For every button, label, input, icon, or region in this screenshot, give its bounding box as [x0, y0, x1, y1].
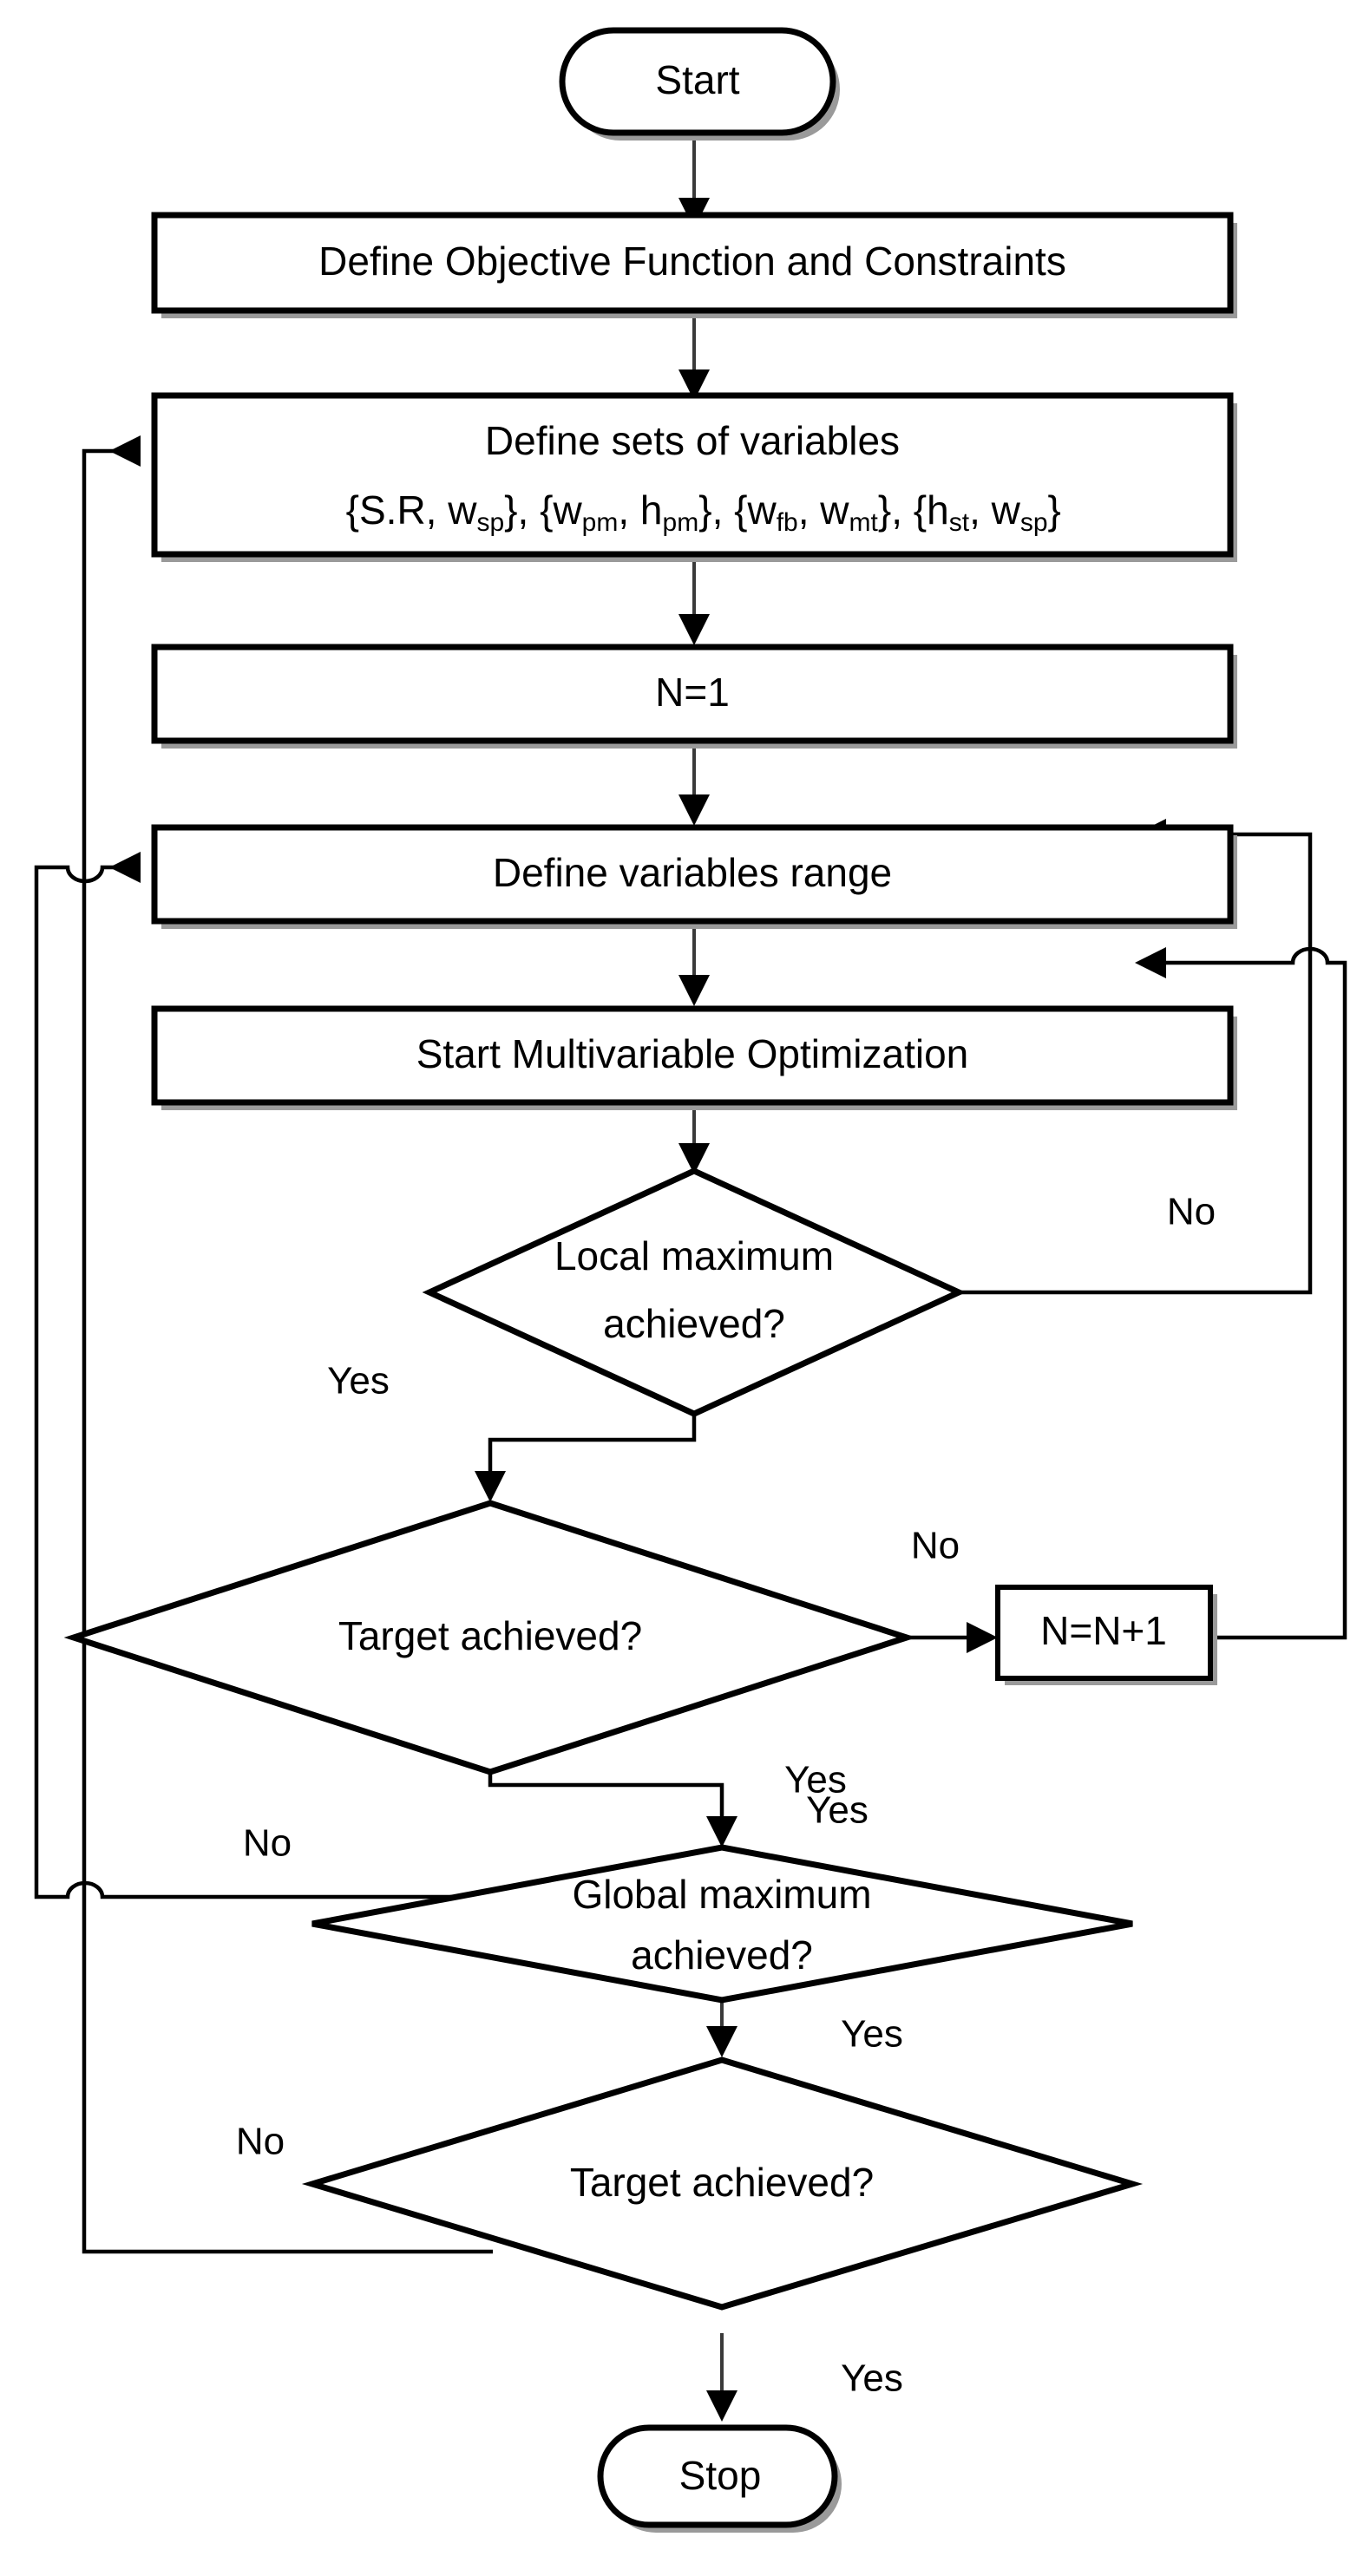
edge-label-target1-no: No: [911, 1525, 960, 1567]
node-global-max-line2: achieved?: [631, 1932, 813, 1978]
node-define-range-label: Define variables range: [493, 850, 892, 895]
node-local-max[interactable]: Local maximum achieved?: [422, 1167, 967, 1417]
edge-define-sets-to-n-init: [678, 561, 710, 645]
edge-target1-no: [907, 1622, 998, 1653]
edge-label-target2-yes: Yes: [841, 2357, 903, 2400]
edge-label-target2-no: No: [236, 2121, 285, 2163]
node-define-objective-label: Define Objective Function and Constraint…: [318, 239, 1066, 284]
node-target-achieved-1[interactable]: Target achieved?: [63, 1500, 917, 1775]
node-start-opt-label: Start Multivariable Optimization: [416, 1031, 969, 1076]
node-n-increment[interactable]: N=N+1: [995, 1585, 1217, 1685]
edge-define-range-to-start-opt: [678, 922, 710, 1006]
node-define-objective[interactable]: Define Objective Function and Constraint…: [151, 212, 1237, 318]
edge-n-increment-to-start-opt: [1135, 946, 1347, 1640]
node-n-init[interactable]: N=1: [151, 644, 1237, 749]
node-define-range[interactable]: Define variables range: [151, 824, 1237, 929]
edge-local-max-yes: [475, 1409, 697, 1502]
edge-label-global-max-yes-lower: Yes: [841, 2013, 903, 2056]
node-target-achieved-2[interactable]: Target achieved?: [301, 2056, 1144, 2311]
edge-start-opt-to-local-max: [678, 1103, 710, 1174]
node-global-max[interactable]: Global maximum achieved?: [311, 1844, 1133, 2004]
node-target-achieved-1-label: Target achieved?: [338, 1613, 642, 1658]
node-start-label: Start: [655, 57, 739, 102]
node-local-max-line2: achieved?: [603, 1301, 785, 1346]
edge-define-objective-to-define-sets: [678, 317, 710, 401]
node-define-sets-line1: Define sets of variables: [485, 418, 900, 463]
edge-label-local-max-yes: Yes: [327, 1360, 390, 1402]
node-local-max-line1: Local maximum: [554, 1233, 834, 1278]
node-n-init-label: N=1: [655, 670, 730, 715]
edge-label-global-max-no: No: [243, 1822, 292, 1865]
node-n-increment-label: N=N+1: [1040, 1608, 1167, 1653]
node-stop-label: Stop: [679, 2453, 762, 2498]
edge-label-local-max-no: No: [1167, 1191, 1216, 1233]
node-start-opt[interactable]: Start Multivariable Optimization: [151, 1005, 1237, 1110]
edge-global-max-no: [34, 852, 493, 1899]
node-define-sets-line2: {S.R, wsp}, {wpm, hpm}, {wfb, wmt}, {hst…: [246, 487, 1139, 537]
edge-target1-yes: [488, 1755, 737, 1847]
edge-label-target1-yes: Yes: [784, 1759, 847, 1801]
node-start[interactable]: Start: [559, 27, 840, 141]
edge-target2-no: [82, 435, 493, 2254]
edge-label-global-max-yes: Yes: [806, 1789, 869, 1832]
edge-n-init-to-define-range: [678, 742, 710, 826]
node-stop[interactable]: Stop: [597, 2424, 842, 2533]
edge-target2-yes: [706, 2333, 737, 2422]
node-global-max-line1: Global maximum: [572, 1872, 871, 1917]
node-define-sets[interactable]: Define sets of variables {S.R, wsp}, {wp…: [151, 392, 1237, 562]
node-target-achieved-2-label: Target achieved?: [570, 2160, 874, 2205]
